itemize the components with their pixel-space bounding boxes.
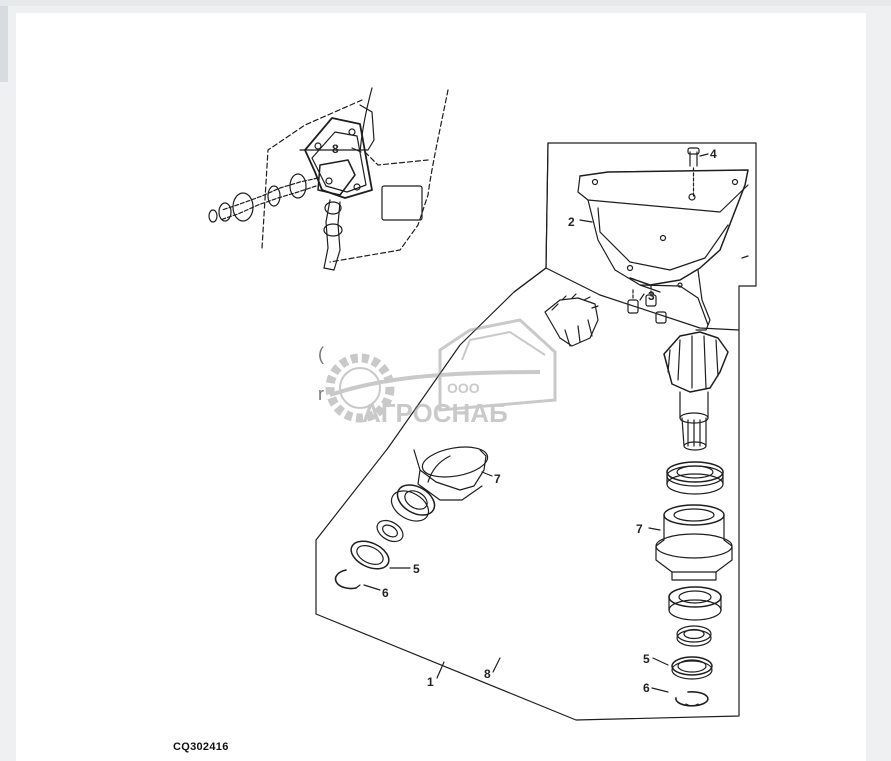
right-seal [671, 656, 713, 680]
right-bearing-upper [666, 461, 724, 495]
callout-3: 3 [648, 289, 655, 303]
callout-4: 4 [710, 147, 717, 161]
callouts: 8 2 4 3 7 7 5 6 5 6 1 8 [332, 142, 717, 695]
callout-5-left: 5 [413, 562, 420, 576]
left-washer [376, 519, 404, 543]
right-snap-ring [675, 690, 709, 707]
pinion-shaft [663, 331, 729, 451]
callout-8-detail: 8 [332, 142, 339, 156]
right-bearing-lower [668, 586, 722, 621]
left-seal [350, 540, 390, 570]
assembly-boundary [315, 142, 757, 721]
viewer-top-bar [0, 0, 891, 6]
watermark: ООО АГРОСНАБ [325, 318, 557, 428]
right-washer [676, 625, 712, 647]
callout-7-left: 7 [494, 472, 501, 486]
watermark-brand: АГРОСНАБ [362, 398, 508, 428]
left-bearing-housing [413, 446, 489, 501]
callout-2: 2 [568, 215, 575, 229]
document-sheet [16, 13, 866, 761]
gear-housing [577, 147, 749, 331]
locator-detail [208, 87, 449, 271]
callout-5-right: 5 [643, 652, 650, 666]
callout-1: 1 [427, 675, 434, 689]
watermark-company: ООО [447, 380, 480, 396]
callout-8-bottom: 8 [484, 667, 491, 681]
clipped-fragment-1: ( [318, 344, 324, 364]
right-bearing-housing [655, 504, 733, 581]
left-snap-ring [334, 569, 361, 590]
left-bearing [390, 484, 436, 522]
left-pinion-gear [544, 293, 599, 347]
clipped-fragment-2: r [318, 384, 324, 404]
viewer-side-strip [0, 6, 8, 82]
callout-7-right: 7 [636, 522, 643, 536]
callout-6-right: 6 [643, 681, 650, 695]
callout-6-left: 6 [382, 586, 389, 600]
figure-id: CQ302416 [173, 741, 229, 753]
